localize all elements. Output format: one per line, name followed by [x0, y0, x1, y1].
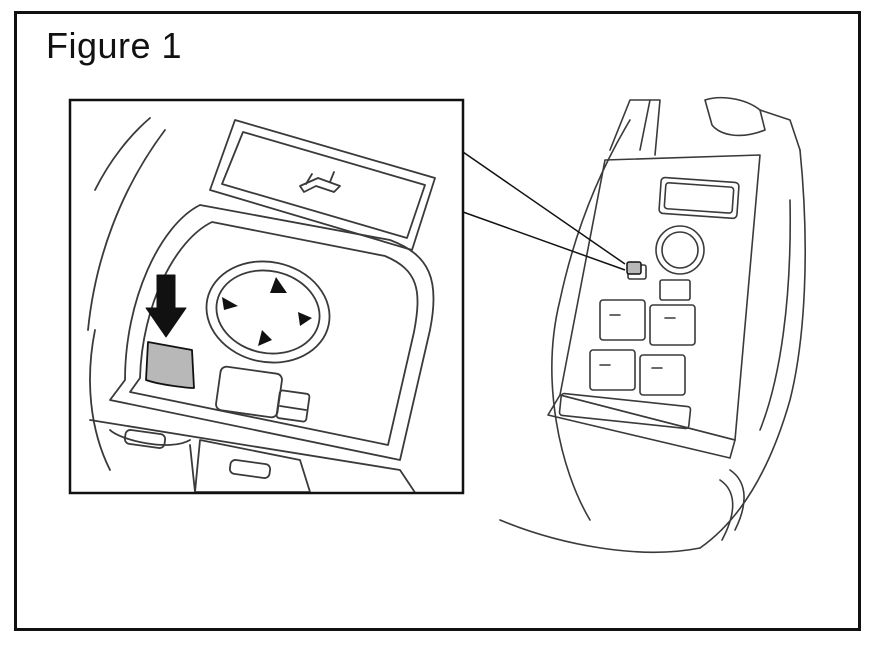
four-way-arrow-icon	[222, 277, 312, 346]
callout-lines	[462, 151, 626, 271]
zoom-inset	[68, 98, 465, 495]
door-armrest-panel	[499, 96, 806, 553]
figure-title: Figure 1	[46, 25, 183, 66]
indicated-button	[145, 341, 195, 389]
down-arrow-icon	[145, 274, 187, 338]
small-target-button	[626, 261, 642, 275]
